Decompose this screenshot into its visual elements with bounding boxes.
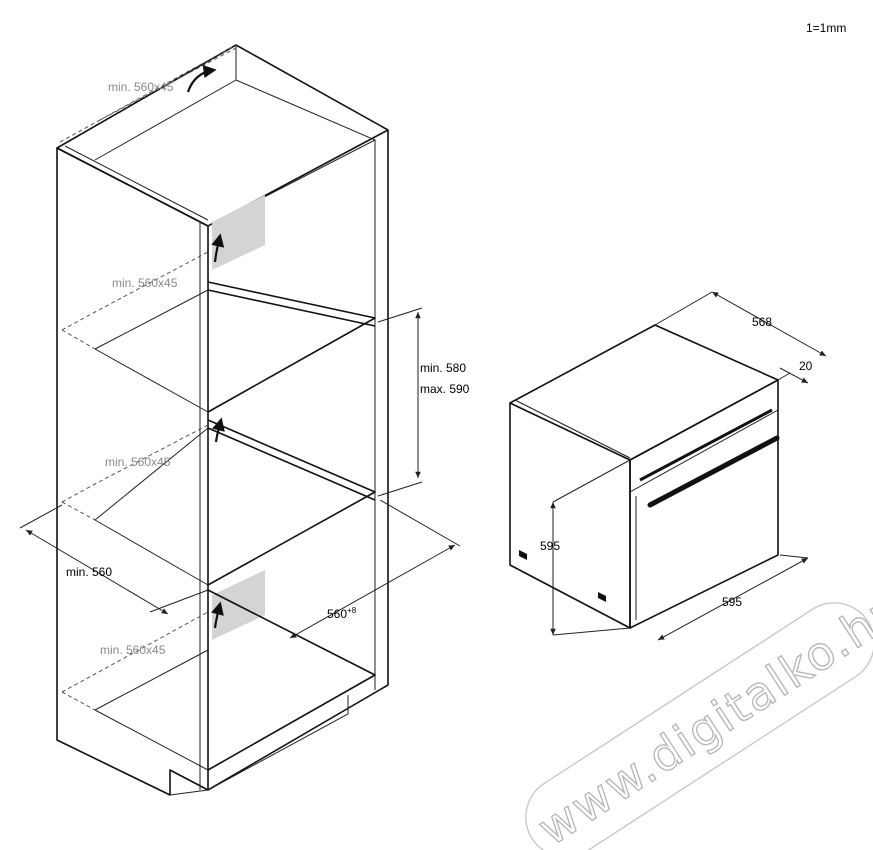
niche-width-extension-right bbox=[379, 499, 461, 547]
oven-front-panel bbox=[629, 379, 779, 629]
airflow-arrow-2 bbox=[212, 417, 225, 443]
niche-height-max-label: max. 590 bbox=[420, 382, 470, 396]
cutout-label-2: min. 560x45 bbox=[105, 455, 171, 469]
watermark-text: www.digitalko.hu bbox=[528, 580, 873, 850]
oven-drawing bbox=[509, 291, 827, 641]
airflow-arrow-3 bbox=[211, 601, 224, 629]
cutout-outline-top bbox=[59, 44, 237, 143]
shelf-3 bbox=[207, 589, 376, 771]
cabinet-top bbox=[56, 44, 389, 227]
oven-width-label: 595 bbox=[722, 595, 742, 609]
cutout-outline-2 bbox=[61, 424, 209, 521]
oven-height-label: 595 bbox=[540, 539, 560, 553]
airflow-arrow-top bbox=[186, 64, 217, 93]
oven-control-handle bbox=[639, 408, 773, 482]
airflow-arrow-1 bbox=[211, 233, 225, 263]
niche-depth-dimension-line bbox=[25, 529, 169, 615]
cutout-outline-1 bbox=[61, 251, 209, 350]
oven-foot-right bbox=[598, 592, 606, 602]
cabinet-left-side bbox=[56, 147, 209, 796]
cutout-label-3: min. 560x45 bbox=[100, 643, 166, 657]
shelf-2 bbox=[207, 419, 376, 586]
cabinet-right-frame bbox=[207, 130, 389, 791]
cutout-label-top: min. 560x45 bbox=[108, 80, 174, 94]
niche-width-label: 560+8 bbox=[327, 606, 357, 621]
oven-foot-left bbox=[519, 550, 527, 560]
oven-width-dimension-line bbox=[657, 557, 809, 641]
cutout-outline-3 bbox=[61, 611, 209, 711]
watermark: www.digitalko.hu bbox=[525, 579, 873, 850]
niche-height-extension-top bbox=[377, 307, 423, 323]
cabinet-drawing bbox=[19, 44, 461, 796]
scale-note: 1=1mm bbox=[806, 21, 846, 35]
oven-front-panel-dimension-line bbox=[779, 367, 809, 384]
cutout-label-1: min. 560x45 bbox=[112, 276, 178, 290]
niche-width-dimension-line bbox=[289, 544, 456, 639]
oven-body-side bbox=[509, 403, 631, 629]
oven-front-panel-label: 20 bbox=[799, 359, 813, 373]
niche-height-extension-bottom bbox=[377, 481, 423, 497]
niche-height-min-label: min. 580 bbox=[420, 361, 466, 375]
oven-depth-label: 568 bbox=[752, 315, 772, 329]
oven-body-top bbox=[509, 324, 779, 461]
oven-door-handle bbox=[647, 435, 780, 508]
niche-depth-label: min. 560 bbox=[66, 565, 112, 579]
cabinet-vent-top bbox=[212, 195, 265, 270]
oven-depth-dimension-line bbox=[711, 291, 827, 357]
niche-depth-extension-left bbox=[19, 504, 63, 529]
shelf-1 bbox=[207, 281, 376, 413]
